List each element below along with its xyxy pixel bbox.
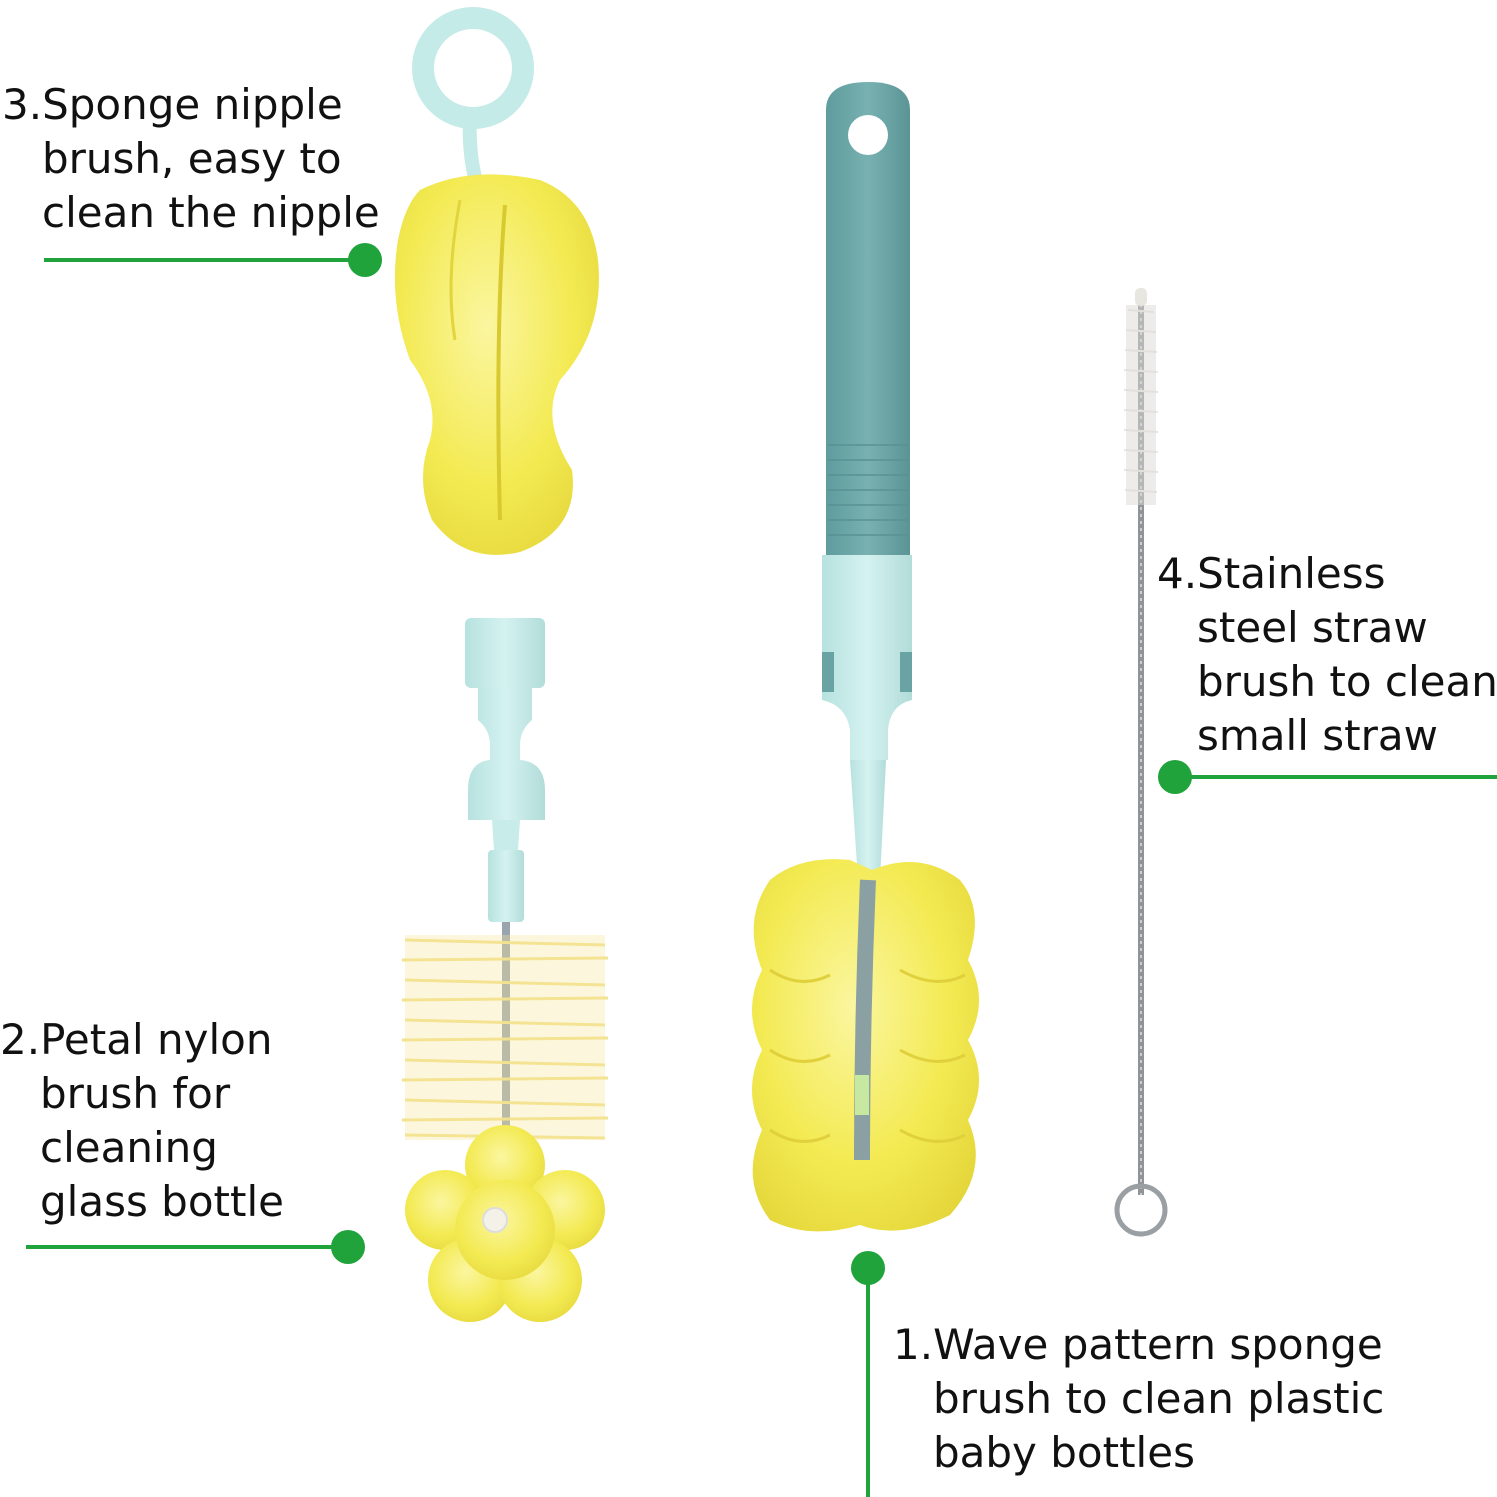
callout-line: small straw xyxy=(1197,711,1438,760)
callout-number: 3. xyxy=(2,80,43,129)
callout-line: Wave pattern sponge xyxy=(933,1320,1383,1369)
callout-wave-pattern-sponge-brush: 1.Wave pattern sponge brush to clean pla… xyxy=(893,1318,1384,1480)
callout-line: brush to clean xyxy=(1197,657,1497,706)
straw-brush-image xyxy=(1114,288,1168,1237)
callout-number: 2. xyxy=(0,1015,41,1064)
wave-sponge-brush-image xyxy=(752,82,979,1232)
callout-line: baby bottles xyxy=(933,1428,1195,1477)
callout-line: cleaning xyxy=(40,1123,218,1172)
nipple-brush-image xyxy=(394,7,599,555)
callout-line: Petal nylon xyxy=(40,1015,273,1064)
callout-petal-nylon-brush: 2.Petal nylon brush for cleaning glass b… xyxy=(0,1013,284,1229)
callout-line: brush, easy to xyxy=(42,134,342,183)
callout-number: 4. xyxy=(1157,549,1198,598)
callout-line: Sponge nipple xyxy=(42,80,343,129)
callout-line: steel straw xyxy=(1197,603,1428,652)
callout-line: brush to clean plastic xyxy=(933,1374,1385,1423)
callout-line: glass bottle xyxy=(40,1177,284,1226)
callout-connectors xyxy=(26,243,1497,1497)
callout-stainless-straw-brush: 4.Stainless steel straw brush to clean s… xyxy=(1157,547,1497,763)
callout-line: clean the nipple xyxy=(42,188,380,237)
callout-sponge-nipple-brush: 3.Sponge nipple brush, easy to clean the… xyxy=(2,78,380,240)
callout-line: brush for xyxy=(40,1069,231,1118)
callout-line: Stainless xyxy=(1197,549,1386,598)
nylon-brush-image xyxy=(401,618,609,1322)
callout-number: 1. xyxy=(893,1320,934,1369)
